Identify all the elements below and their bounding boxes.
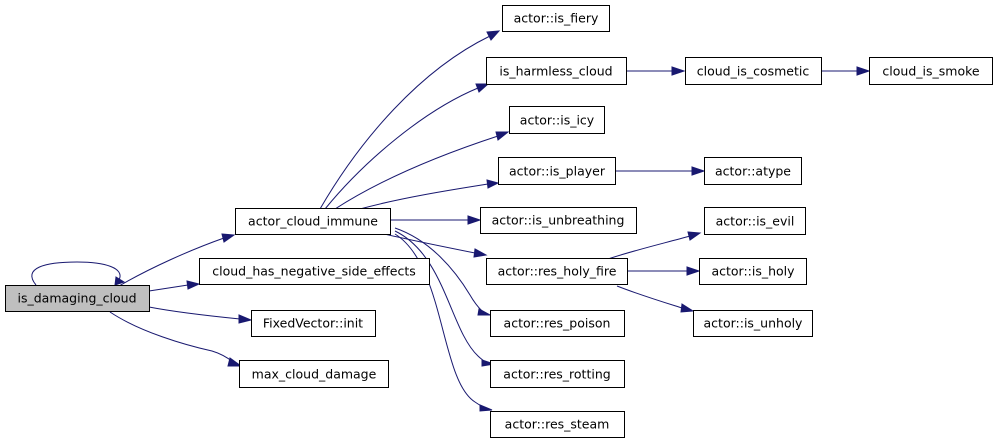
arrowhead-actor-res-steam	[479, 404, 493, 412]
node-actor-res-rotting[interactable]: actor::res_rotting	[490, 360, 625, 388]
node-label-max-cloud-damage: max_cloud_damage	[252, 367, 377, 382]
node-actor-is-holy[interactable]: actor::is_holy	[699, 258, 807, 285]
node-label-actor-res-poison: actor::res_poison	[504, 316, 611, 331]
arrowhead-actor-res-holy-fire	[473, 248, 488, 258]
node-cloud-is-cosmetic[interactable]: cloud_is_cosmetic	[685, 57, 822, 85]
node-actor-is-unholy[interactable]: actor::is_unholy	[693, 310, 813, 337]
edge-actor-cloud-immune-to-is-harmless-cloud	[324, 87, 479, 210]
arrowhead-fixedvector-init	[238, 314, 253, 324]
edge-actor-cloud-immune-to-actor-res-poison	[394, 227, 483, 312]
node-label-actor-is-player: actor::is_player	[509, 164, 606, 179]
node-label-actor-is-holy: actor::is_holy	[711, 264, 795, 279]
node-label-actor-is-evil: actor::is_evil	[716, 214, 795, 229]
edge-is-damaging-cloud-self	[31, 261, 121, 286]
node-actor-is-unbreathing[interactable]: actor::is_unbreathing	[480, 207, 637, 234]
node-cloud-has-negative-side-effects[interactable]: cloud_has_negative_side_effects	[199, 258, 430, 285]
edge-actor-cloud-immune-to-actor-is-player	[359, 183, 489, 210]
node-is-harmless-cloud[interactable]: is_harmless_cloud	[486, 57, 627, 85]
arrowhead-actor-res-poison	[477, 308, 491, 316]
node-actor-is-player[interactable]: actor::is_player	[498, 157, 616, 185]
arrowhead-actor-is-player	[486, 179, 500, 189]
arrowhead-cloud-is-cosmetic	[671, 66, 686, 76]
node-layer: is_damaging_cloud actor_cloud_immune clo…	[5, 5, 993, 438]
arrowhead-actor-is-icy	[495, 131, 510, 141]
node-label-is-harmless-cloud: is_harmless_cloud	[499, 64, 612, 79]
arrowhead-actor-atype	[691, 166, 706, 176]
arrowhead-actor-is-unbreathing	[467, 215, 482, 225]
node-label-cloud-is-smoke: cloud_is_smoke	[882, 64, 979, 79]
arrowhead-cloud-has-negative-side-effects	[186, 280, 201, 290]
node-label-fixedvector-init: FixedVector::init	[263, 316, 363, 331]
node-actor-res-poison[interactable]: actor::res_poison	[490, 310, 625, 337]
edge-actor-cloud-immune-to-actor-is-icy	[334, 135, 499, 210]
node-is-damaging-cloud[interactable]: is_damaging_cloud	[5, 285, 150, 312]
node-actor-res-steam[interactable]: actor::res_steam	[490, 411, 625, 438]
arrowhead-is-damaging-cloud-self	[114, 276, 126, 286]
edge-is-damaging-cloud-to-actor-cloud-immune	[118, 237, 225, 287]
node-label-is-damaging-cloud: is_damaging_cloud	[17, 291, 136, 306]
node-label-cloud-has-negative-side-effects: cloud_has_negative_side_effects	[212, 264, 416, 279]
node-label-actor-is-fiery: actor::is_fiery	[514, 11, 599, 26]
edge-is-damaging-cloud-to-fixedvector-init	[148, 306, 241, 320]
node-label-actor-is-unholy: actor::is_unholy	[704, 316, 804, 331]
node-fixedvector-init[interactable]: FixedVector::init	[251, 310, 376, 337]
edge-is-damaging-cloud-to-max-cloud-damage	[109, 311, 234, 363]
edge-layer	[31, 30, 871, 412]
node-actor-is-icy[interactable]: actor::is_icy	[509, 106, 605, 134]
edge-actor-cloud-immune-to-actor-is-fiery	[319, 35, 491, 210]
arrowhead-actor-is-evil	[687, 231, 702, 241]
node-label-actor-is-unbreathing: actor::is_unbreathing	[492, 213, 625, 228]
node-actor-is-evil[interactable]: actor::is_evil	[704, 207, 806, 235]
arrowhead-actor-is-unholy	[680, 303, 695, 313]
arrowhead-actor-is-fiery	[486, 30, 501, 41]
node-label-actor-res-steam: actor::res_steam	[505, 417, 610, 432]
edge-is-damaging-cloud-to-cloud-has-negative-side-effects	[148, 284, 189, 292]
node-actor-is-fiery[interactable]: actor::is_fiery	[502, 5, 610, 32]
arrowhead-cloud-is-smoke	[856, 66, 871, 76]
edge-actor-cloud-immune-to-actor-res-rotting	[394, 230, 486, 363]
edge-actor-cloud-immune-to-actor-res-holy-fire	[379, 232, 476, 254]
node-cloud-is-smoke[interactable]: cloud_is_smoke	[869, 57, 993, 85]
node-actor-res-holy-fire[interactable]: actor::res_holy_fire	[486, 258, 628, 285]
arrowhead-actor-is-holy	[686, 266, 701, 276]
arrowhead-max-cloud-damage	[227, 357, 243, 367]
edge-actor-res-holy-fire-to-actor-is-evil	[607, 235, 691, 260]
node-actor-cloud-immune[interactable]: actor_cloud_immune	[235, 208, 391, 235]
node-label-actor-res-rotting: actor::res_rotting	[503, 367, 610, 382]
arrowhead-actor-cloud-immune	[221, 233, 236, 243]
node-actor-atype[interactable]: actor::atype	[704, 157, 802, 185]
node-label-actor-res-holy-fire: actor::res_holy_fire	[498, 264, 617, 279]
node-label-actor-atype: actor::atype	[715, 164, 791, 179]
arrowhead-is-harmless-cloud	[475, 83, 490, 93]
node-label-cloud-is-cosmetic: cloud_is_cosmetic	[697, 64, 810, 79]
edge-actor-res-holy-fire-to-actor-is-unholy	[616, 285, 683, 309]
node-max-cloud-damage[interactable]: max_cloud_damage	[239, 360, 389, 388]
node-label-actor-is-icy: actor::is_icy	[520, 113, 595, 128]
node-label-actor-cloud-immune: actor_cloud_immune	[248, 214, 378, 229]
